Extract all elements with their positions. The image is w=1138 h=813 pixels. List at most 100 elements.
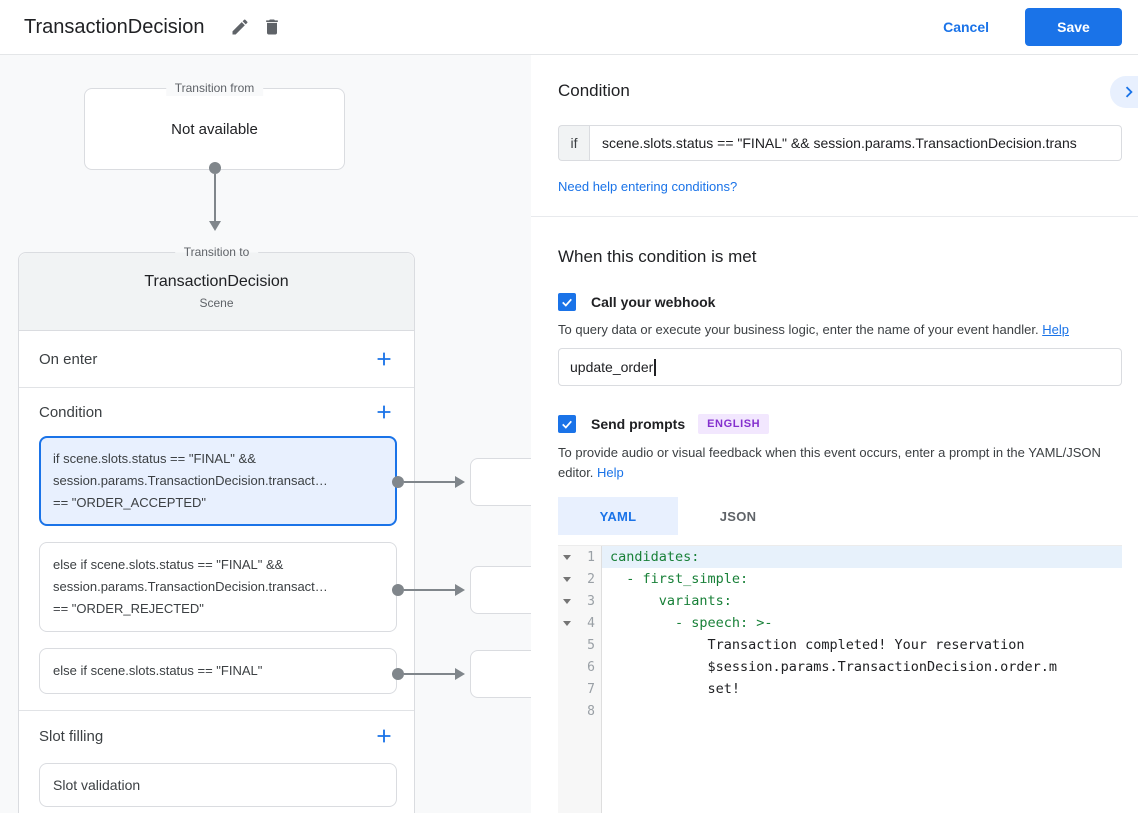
fold-toggle-icon[interactable] (558, 620, 576, 626)
prompts-checkbox[interactable] (558, 415, 576, 433)
arrowhead-right-icon (455, 476, 465, 488)
transition-from-box[interactable]: Transition from Not available (84, 81, 345, 170)
connector-line (404, 481, 455, 483)
scene-card-header[interactable]: TransactionDecision Scene (19, 253, 414, 331)
arrowhead-right-icon (455, 584, 465, 596)
add-condition-button[interactable] (368, 396, 400, 428)
condition-item-line: session.params.TransactionDecision.trans… (53, 579, 328, 594)
webhook-helper-text: To query data or execute your business l… (558, 320, 1114, 340)
condition-item[interactable]: if scene.slots.status == "FINAL" &&sessi… (39, 436, 397, 526)
connector-dot (392, 584, 404, 596)
condition-item[interactable]: else if scene.slots.status == "FINAL" (39, 648, 397, 694)
code-line-text: $session.params.TransactionDecision.orde… (610, 659, 1058, 675)
code-line[interactable]: 7 set! (558, 678, 1122, 700)
connector-line (404, 589, 455, 591)
tab-json[interactable]: JSON (678, 497, 798, 535)
condition-section-header: Condition (19, 388, 414, 436)
tab-yaml[interactable]: YAML (558, 497, 678, 535)
code-line-text: - speech: >- (610, 615, 773, 631)
chevron-down-icon (563, 576, 571, 582)
code-line[interactable]: 5 Transaction completed! Your reservatio… (558, 634, 1122, 656)
condition-editor-panel: Condition if Need help entering conditio… (531, 55, 1138, 813)
fold-toggle-icon[interactable] (558, 598, 576, 604)
slot-filling-label: Slot filling (39, 727, 104, 745)
slot-validation-item[interactable]: Slot validation (39, 763, 397, 807)
connector-line (404, 673, 455, 675)
line-number: 1 (587, 549, 595, 565)
add-on-enter-button[interactable] (368, 343, 400, 375)
on-enter-label: On enter (39, 350, 98, 368)
trash-icon (262, 17, 282, 37)
transition-to-label: Transition to (174, 245, 259, 260)
transition-target-box[interactable] (470, 458, 531, 506)
condition-expression-input[interactable] (589, 125, 1122, 161)
slot-filling-section: Slot filling (19, 711, 414, 761)
code-line[interactable]: 3 variants: (558, 590, 1122, 612)
line-number: 3 (587, 593, 595, 609)
edit-title-button[interactable] (224, 11, 256, 43)
collapse-panel-button[interactable] (1110, 76, 1138, 108)
fold-toggle-icon[interactable] (558, 554, 576, 560)
code-line-text: - first_simple: (610, 571, 749, 587)
transition-from-label: Transition from (165, 81, 264, 96)
webhook-help-link[interactable]: Help (1042, 322, 1069, 337)
code-line-text: candidates: (602, 546, 1122, 568)
code-line[interactable]: 8 (558, 700, 1122, 722)
chevron-right-icon (1118, 81, 1138, 103)
code-line-text (602, 700, 1122, 722)
webhook-helper-body: To query data or execute your business l… (558, 322, 1039, 337)
event-handler-input[interactable]: update_order (558, 348, 1122, 386)
code-line[interactable]: 4 - speech: >- (558, 612, 1122, 634)
code-line-text: Transaction completed! Your reservation (610, 637, 1025, 653)
prompts-helper-body: To provide audio or visual feedback when… (558, 445, 1101, 480)
checkmark-icon (560, 295, 574, 309)
plus-icon (373, 401, 395, 423)
scene-diagram-canvas: Transition from Not available Transition… (0, 55, 531, 813)
editor-format-tabs: YAML JSON (558, 497, 1122, 535)
line-number: 6 (587, 659, 595, 675)
condition-section-label: Condition (39, 403, 103, 421)
condition-item[interactable]: else if scene.slots.status == "FINAL" &&… (39, 542, 397, 632)
webhook-label: Call your webhook (591, 294, 716, 310)
cancel-button[interactable]: Cancel (943, 19, 989, 35)
condition-item-line: session.params.TransactionDecision.trans… (53, 473, 328, 488)
prompts-checkbox-row: Send prompts ENGLISH (558, 414, 1122, 434)
checkmark-icon (560, 417, 574, 431)
fold-toggle-icon[interactable] (558, 576, 576, 582)
code-line[interactable]: 6 $session.params.TransactionDecision.or… (558, 656, 1122, 678)
line-number: 7 (587, 681, 595, 697)
webhook-checkbox-row: Call your webhook (558, 293, 1122, 311)
save-button[interactable]: Save (1025, 8, 1122, 46)
conditions-help-link[interactable]: Need help entering conditions? (558, 179, 738, 194)
code-line-text: set! (610, 681, 741, 697)
connector-dot (392, 476, 404, 488)
scene-type-label: Scene (199, 296, 234, 310)
connector-dot (209, 162, 221, 174)
chevron-down-icon (563, 598, 571, 604)
transition-from-value: Not available (171, 120, 258, 138)
delete-scene-button[interactable] (256, 11, 288, 43)
transition-target-box[interactable] (470, 650, 531, 698)
transition-target-box[interactable] (470, 566, 531, 614)
pencil-icon (230, 17, 250, 37)
page-title: TransactionDecision (24, 15, 205, 38)
add-slot-button[interactable] (368, 720, 400, 752)
editor-gutter (558, 546, 602, 813)
code-line-text: variants: (610, 593, 732, 609)
chevron-down-icon (563, 620, 571, 626)
text-cursor (654, 358, 656, 376)
prompts-help-link[interactable]: Help (597, 465, 624, 480)
code-line[interactable]: 1 candidates: (558, 546, 1122, 568)
connector-dot (392, 668, 404, 680)
condition-item-line: else if scene.slots.status == "FINAL" && (53, 557, 284, 572)
chevron-down-icon (563, 554, 571, 560)
plus-icon (373, 725, 395, 747)
code-line[interactable]: 2 - first_simple: (558, 568, 1122, 590)
webhook-checkbox[interactable] (558, 293, 576, 311)
titlebar: TransactionDecision Cancel Save (0, 0, 1138, 55)
on-enter-section: On enter (19, 331, 414, 388)
condition-item-line: == "ORDER_ACCEPTED" (53, 495, 206, 510)
if-prefix-label: if (558, 125, 589, 161)
